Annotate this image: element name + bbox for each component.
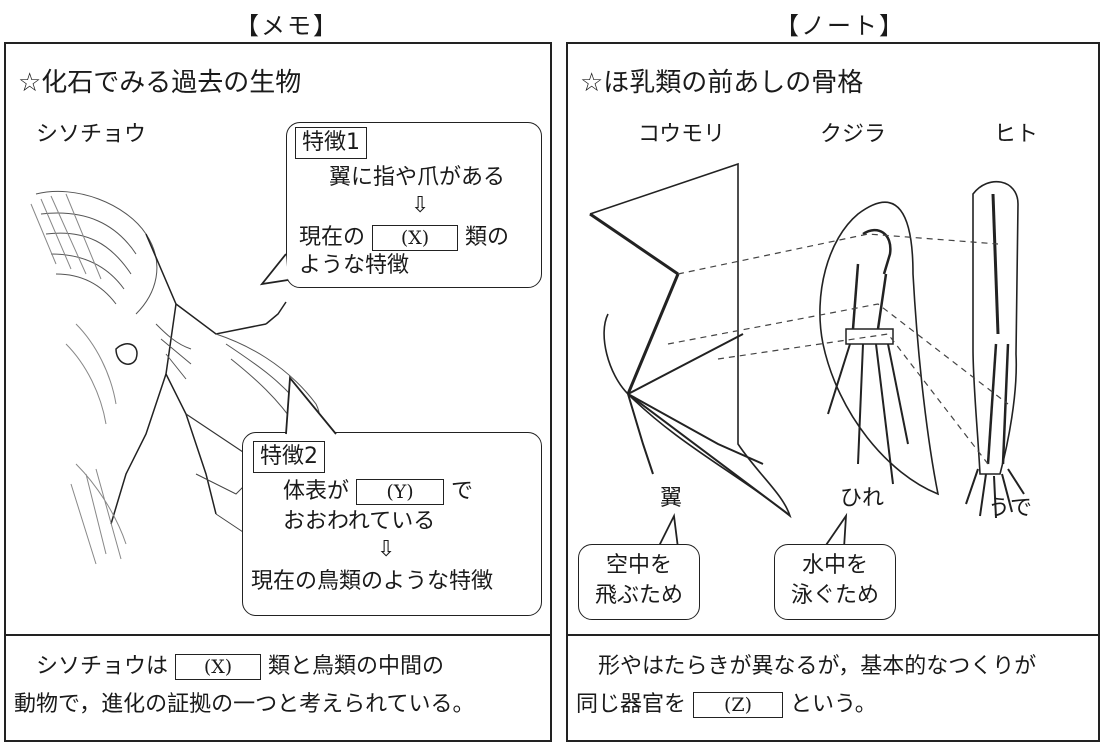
part-wing: 翼 — [660, 486, 683, 511]
bat-bubble-pointer — [657, 512, 679, 549]
memo-divider — [6, 634, 550, 636]
bat-finger-2 — [627, 393, 789, 515]
bat-label: コウモリ — [638, 122, 726, 147]
feature1-line1: 翼に指や爪がある — [329, 165, 506, 190]
feature2-line1-post: で — [451, 479, 474, 504]
note-summary-line1: 形やはたらきが異なるが，基本的なつくりが — [598, 654, 1037, 679]
note-summary-post: という。 — [790, 692, 877, 717]
bat-purpose-line1: 空中を — [605, 553, 672, 578]
whale-purpose-line1: 水中を — [801, 553, 868, 578]
feature2-label: 特徴2 — [253, 441, 325, 473]
feature1-line3: ような特徴 — [299, 253, 410, 278]
blank-z: (Z) — [693, 692, 784, 718]
whale-bubble-pointer — [823, 512, 848, 549]
memo-title: ☆化石でみる過去の生物 — [18, 68, 302, 98]
note-summary-pre: 同じ器官を — [576, 692, 687, 717]
whale-label: クジラ — [820, 122, 887, 147]
feature1-label: 特徴1 — [295, 127, 367, 159]
archaeopteryx-label: シソチョウ — [36, 122, 147, 147]
link-forearm — [667, 303, 1009, 405]
bat-forearm — [626, 273, 680, 395]
memo-header: 【メモ】 — [235, 12, 339, 40]
feature2-pointer — [285, 375, 337, 435]
bat-finger-3 — [627, 393, 764, 465]
note-summary-line2: 同じ器官を (Z) という。 — [576, 692, 877, 718]
whale-radius — [851, 263, 860, 330]
whale-finger-1 — [827, 343, 851, 415]
feature2-callout: 特徴2 体表が (Y) で おおわれている ⇩ 現在の鳥類のような特徴 — [242, 432, 542, 616]
human-arm-outline — [972, 180, 1019, 475]
whale-purpose-line2: 泳ぐため — [790, 583, 879, 608]
memo-summary-line2: 動物で，進化の証拠の一つと考えられている。 — [14, 692, 475, 717]
whale-flipper-outline — [819, 201, 940, 496]
part-arm: うで — [988, 496, 1033, 521]
part-flipper: ひれ — [840, 486, 885, 511]
human-radius — [986, 343, 998, 465]
blank-x-summary: (X) — [175, 654, 262, 680]
bat-humerus — [589, 212, 679, 276]
feature1-callout: 特徴1 翼に指や爪がある ⇩ 現在の (X) 類の ような特徴 — [286, 122, 542, 288]
blank-x-feature1: (X) — [372, 225, 459, 251]
human-label: ヒト — [994, 122, 1039, 147]
feature1-line2-post: 類の — [465, 225, 510, 250]
note-panel: ☆ほ乳類の前あしの骨格 コウモリ クジラ ヒト — [566, 42, 1100, 742]
whale-wrist — [845, 328, 894, 345]
whale-finger-2 — [857, 343, 864, 465]
feature1-arrow: ⇩ — [411, 193, 430, 218]
bat-purpose-line2: 飛ぶため — [594, 583, 683, 608]
forelimb-skeletons-illustration — [589, 162, 1025, 519]
human-humerus — [991, 193, 1000, 335]
blank-y: (Y) — [356, 479, 445, 505]
whale-finger-4 — [887, 343, 909, 445]
bat-finger-1 — [627, 333, 744, 395]
link-humerus — [677, 233, 999, 275]
memo-summary-post: 類と鳥類の中間の — [268, 654, 445, 679]
whale-finger-3 — [875, 343, 894, 485]
note-title: ☆ほ乳類の前あしの骨格 — [580, 68, 864, 98]
human-ulna — [1001, 343, 1010, 465]
feature1-line2: 現在の (X) 類の — [299, 225, 509, 251]
whale-humerus — [862, 228, 892, 275]
human-hand — [965, 468, 1025, 519]
feature1-pointer — [259, 253, 289, 286]
feature2-line2: おおわれている — [283, 509, 436, 534]
bat-wing-outline — [589, 162, 792, 519]
bat-finger-4 — [627, 393, 654, 475]
bat-purpose-bubble: 空中を 飛ぶため — [578, 544, 700, 620]
memo-summary-pre: シソチョウは — [36, 654, 169, 679]
whale-ulna — [876, 273, 888, 330]
note-divider — [568, 634, 1098, 636]
whale-purpose-bubble: 水中を 泳ぐため — [774, 544, 896, 620]
feature2-line1: 体表が (Y) で — [283, 479, 473, 505]
feature1-line2-pre: 現在の — [299, 225, 366, 250]
feature2-line3: 現在の鳥類のような特徴 — [251, 569, 494, 594]
feature2-line1-pre: 体表が — [283, 479, 350, 504]
link-wrist — [717, 333, 989, 465]
memo-summary-line1: シソチョウは (X) 類と鳥類の中間の — [36, 654, 444, 680]
feature2-arrow: ⇩ — [377, 537, 396, 562]
note-header: 【ノート】 — [775, 12, 905, 40]
memo-panel: ☆化石でみる過去の生物 シソチョウ 特徴1 翼に指や爪がある ⇩ 現在の — [4, 42, 552, 742]
